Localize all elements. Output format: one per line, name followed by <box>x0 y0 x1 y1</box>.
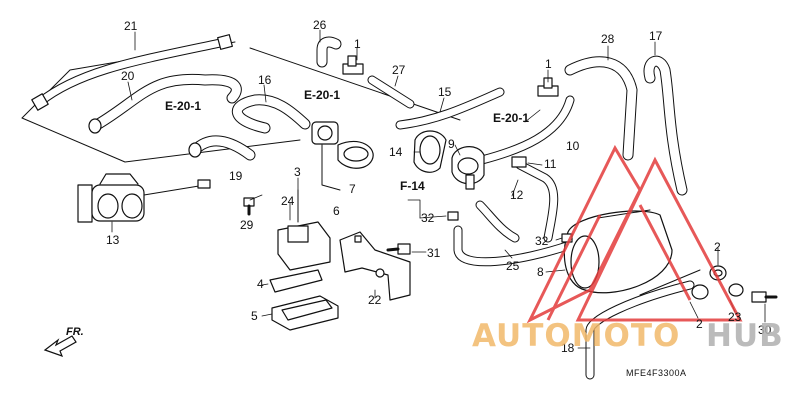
callout-5: 5 <box>251 309 258 323</box>
hose-12 <box>515 160 559 243</box>
callout-23: 23 <box>728 310 742 324</box>
hose-26 <box>316 36 342 68</box>
hose-18 <box>585 280 695 380</box>
front-direction-label: FR. <box>66 326 84 338</box>
hose-28 <box>564 56 638 161</box>
hose-25 <box>453 200 575 267</box>
callout-30: 30 <box>758 323 772 337</box>
clip-32-left <box>447 211 459 221</box>
callout-24: 24 <box>281 194 295 208</box>
callout-27: 27 <box>392 63 406 77</box>
callout-14: 14 <box>389 145 403 159</box>
callout-7: 7 <box>349 182 356 196</box>
callout-31: 31 <box>427 246 441 260</box>
watermark-text-hub: HUB <box>706 318 784 354</box>
hose-10 <box>477 95 575 165</box>
pad-4 <box>269 269 323 293</box>
watermark-text-automoto: AUTOMOTO <box>472 318 681 354</box>
leader-lines <box>111 29 766 349</box>
callout-16: 16 <box>258 73 272 87</box>
stay-22 <box>339 231 411 301</box>
callout-28: 28 <box>601 32 615 46</box>
callout-12: 12 <box>510 188 524 202</box>
callout-1-right: 1 <box>545 57 552 71</box>
callout-32-right: 32 <box>535 234 549 248</box>
callout-22: 22 <box>368 293 382 307</box>
callout-13: 13 <box>106 233 120 247</box>
t-joint-1-upper <box>342 55 364 75</box>
callout-1-upper: 1 <box>354 37 361 51</box>
callout-32-left: 32 <box>421 211 435 225</box>
callout-10: 10 <box>566 139 580 153</box>
section-ref-f-14: F-14 <box>400 179 425 193</box>
hose-15 <box>395 87 505 130</box>
callout-29: 29 <box>240 218 254 232</box>
drawing-code: MFE4F3300A <box>626 368 687 378</box>
bolt-29 <box>243 197 255 216</box>
callout-6: 6 <box>333 204 340 218</box>
bolt-31 <box>386 243 411 255</box>
callout-9: 9 <box>448 137 455 151</box>
hose-16 <box>232 94 311 134</box>
callout-4: 4 <box>257 277 264 291</box>
callout-20: 20 <box>121 69 135 83</box>
t-joint-1-right <box>537 77 559 97</box>
section-ref-e-20-1-center: E-20-1 <box>304 88 341 102</box>
clamp-14 <box>413 130 447 173</box>
callout-8: 8 <box>537 265 544 279</box>
valve-13 <box>77 173 211 223</box>
callout-2-upper: 2 <box>714 240 721 254</box>
callout-15: 15 <box>438 85 452 99</box>
callout-25: 25 <box>506 259 520 273</box>
callout-19: 19 <box>229 169 243 183</box>
callout-11: 11 <box>544 157 557 171</box>
hose-27 <box>367 75 415 109</box>
watermark-logo <box>526 144 743 324</box>
callout-2-lower: 2 <box>696 317 703 331</box>
frame-line <box>249 47 461 121</box>
grommet-2-lower <box>691 284 709 300</box>
callout-3: 3 <box>294 165 301 179</box>
valve-9 <box>451 146 485 190</box>
callout-26: 26 <box>313 18 327 32</box>
section-ref-e-20-1-left: E-20-1 <box>165 99 202 113</box>
hose-19 <box>188 135 256 161</box>
hose-20 <box>88 73 242 134</box>
callout-21: 21 <box>124 19 138 33</box>
callout-17: 17 <box>649 29 663 43</box>
section-ref-e-20-1-right: E-20-1 <box>493 111 530 125</box>
front-direction-arrow <box>43 335 77 358</box>
callout-18: 18 <box>561 341 575 355</box>
fitting-11 <box>511 156 527 168</box>
valve-assembly-7 <box>311 121 374 191</box>
bracket-24 <box>277 189 331 271</box>
washer-23 <box>728 283 744 297</box>
hose-21 <box>31 34 233 111</box>
cover-5 <box>271 295 339 331</box>
hose-17 <box>643 55 688 196</box>
bolt-30 <box>751 291 778 303</box>
